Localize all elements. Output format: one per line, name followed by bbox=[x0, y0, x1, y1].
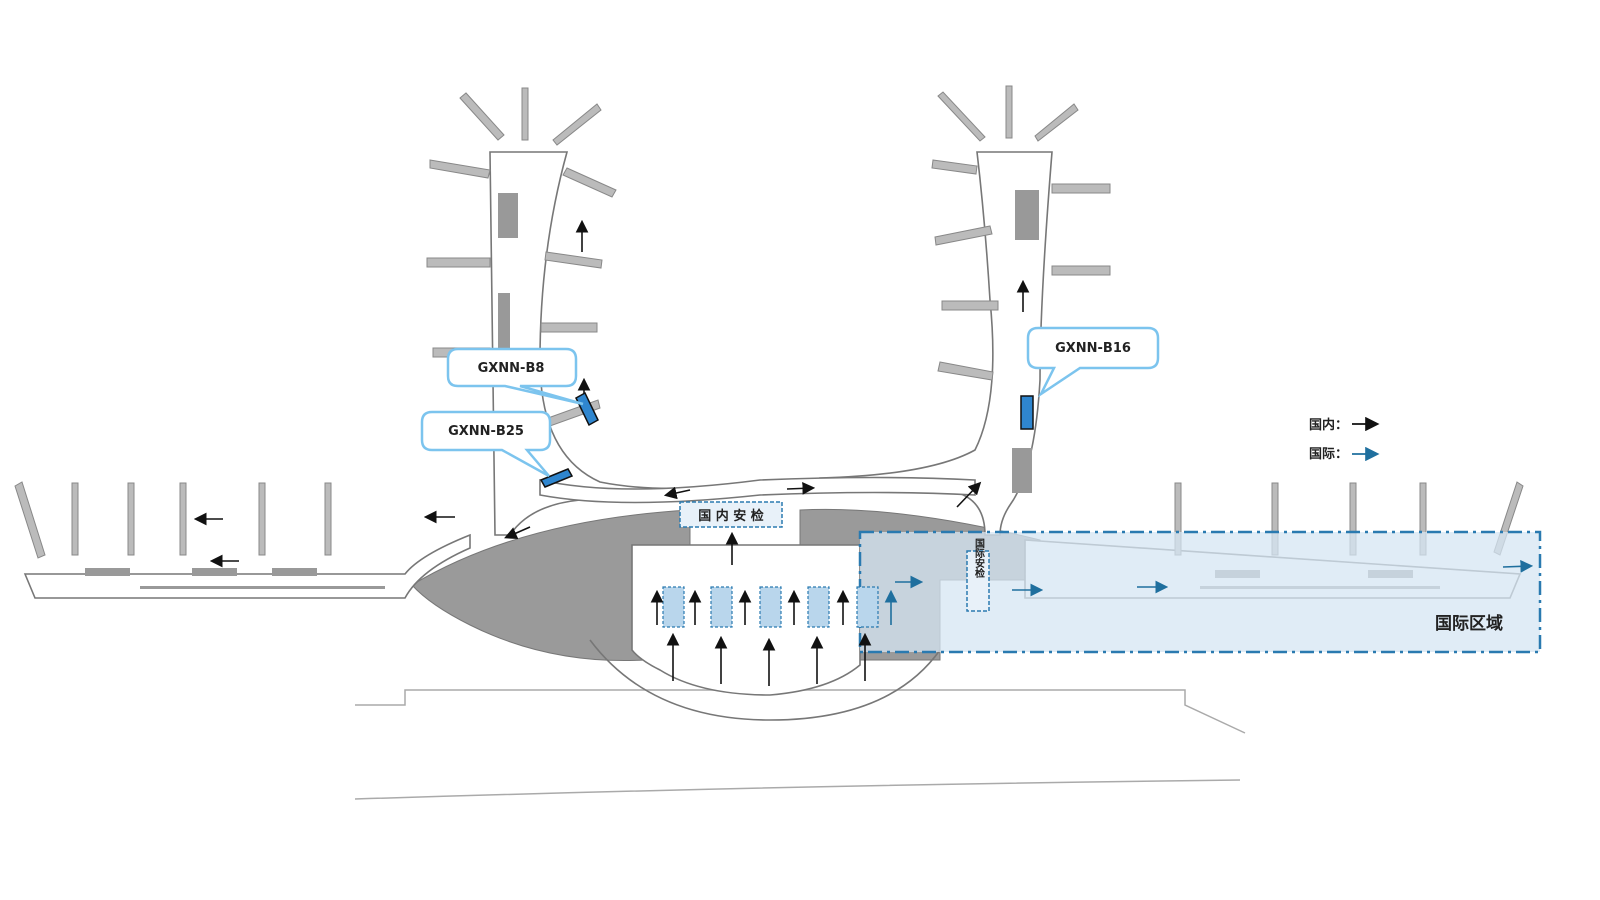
callout-b25[interactable]: GXNN-B25 bbox=[420, 410, 552, 478]
international-security-label: 国际安检 bbox=[973, 538, 985, 579]
domestic-security-label: 国 内 安 检 bbox=[698, 508, 764, 524]
international-zone bbox=[858, 530, 1542, 654]
checkin-counters bbox=[662, 586, 879, 628]
callout-b8-label: GXNN-B8 bbox=[478, 361, 545, 376]
domestic-flow-arrows bbox=[193, 219, 1030, 686]
international-security-box bbox=[966, 550, 990, 612]
callout-b25-label: GXNN-B25 bbox=[448, 424, 524, 439]
legend-international-label: 国际： bbox=[1309, 447, 1348, 462]
international-flow-arrows bbox=[884, 559, 1534, 625]
callout-b16-label: GXNN-B16 bbox=[1055, 341, 1131, 356]
domestic-security-box bbox=[679, 501, 783, 528]
ad-spots bbox=[539, 391, 1034, 488]
legend-domestic-label: 国内： bbox=[1309, 417, 1348, 433]
legend: 国内： 国际： bbox=[1309, 416, 1380, 462]
interior-details bbox=[85, 190, 1440, 589]
gate-bridges bbox=[14, 85, 1524, 559]
callout-b8[interactable]: GXNN-B8 bbox=[446, 347, 584, 406]
road-lines bbox=[354, 689, 1246, 800]
callout-b16[interactable]: GXNN-B16 bbox=[1026, 326, 1160, 398]
international-zone-label: 国际区域 bbox=[1435, 613, 1503, 634]
